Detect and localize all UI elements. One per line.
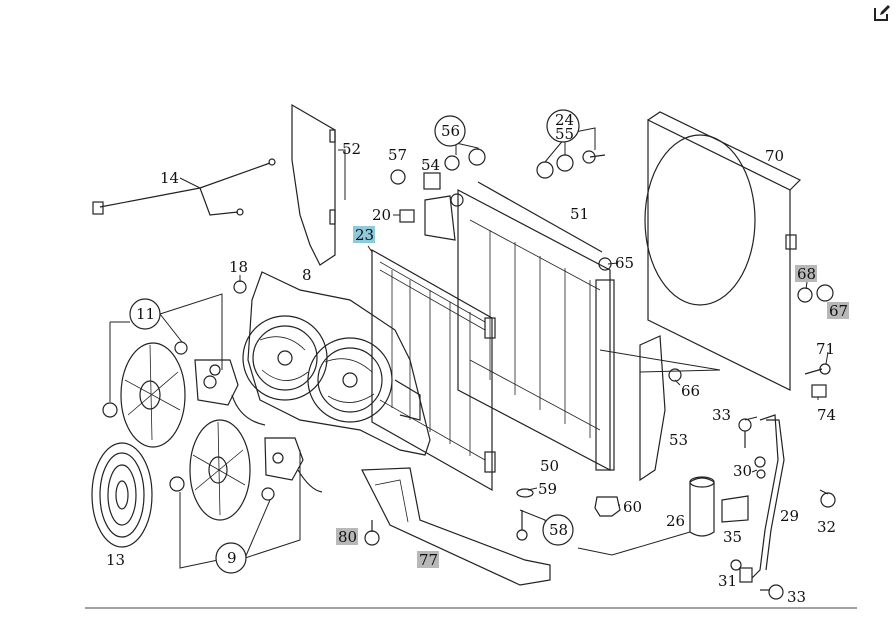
callout-65[interactable]: 65 bbox=[615, 254, 634, 272]
callout-53[interactable]: 53 bbox=[669, 431, 688, 449]
callout-11[interactable]: 11 bbox=[136, 305, 155, 323]
highlight-67 bbox=[827, 302, 849, 319]
callout-13[interactable]: 13 bbox=[106, 551, 125, 569]
callout-18[interactable]: 18 bbox=[229, 258, 248, 276]
callout-74[interactable]: 74 bbox=[817, 406, 836, 424]
receiver-drier-26 bbox=[689, 414, 836, 600]
condenser-50 bbox=[371, 248, 496, 492]
fan-motor-lower bbox=[264, 437, 323, 493]
highlight-80 bbox=[336, 528, 358, 545]
lower-bracket-77 bbox=[361, 467, 551, 586]
highlight-23 bbox=[353, 226, 375, 243]
callout-8[interactable]: 8 bbox=[302, 266, 312, 284]
callout-9[interactable]: 9 bbox=[227, 549, 237, 567]
callout-68[interactable]: 68 bbox=[797, 265, 816, 283]
callout-circle-11 bbox=[129, 298, 161, 330]
callout-26[interactable]: 26 bbox=[666, 512, 685, 530]
callout-80[interactable]: 80 bbox=[338, 528, 357, 546]
callout-32[interactable]: 32 bbox=[817, 518, 836, 536]
fan-shroud-8 bbox=[242, 271, 431, 456]
callout-71[interactable]: 71 bbox=[816, 340, 835, 358]
fan-guard-13 bbox=[91, 442, 153, 548]
callout-35[interactable]: 35 bbox=[723, 528, 742, 546]
callout-29[interactable]: 29 bbox=[780, 507, 799, 525]
callout-circle-58 bbox=[542, 514, 574, 546]
callout-58[interactable]: 58 bbox=[549, 521, 568, 539]
callout-51[interactable]: 51 bbox=[570, 205, 589, 223]
side-bracket-53 bbox=[639, 335, 666, 482]
fan-housing-70 bbox=[644, 111, 802, 391]
callout-60[interactable]: 60 bbox=[623, 498, 642, 516]
callout-33-upper[interactable]: 33 bbox=[712, 406, 731, 424]
callout-50[interactable]: 50 bbox=[540, 457, 559, 475]
lower-center-parts bbox=[516, 488, 621, 541]
side-bracket-52 bbox=[291, 103, 336, 266]
callout-70[interactable]: 70 bbox=[765, 147, 784, 165]
edit-icon[interactable] bbox=[872, 3, 892, 23]
highlight-77 bbox=[417, 551, 439, 568]
callout-59[interactable]: 59 bbox=[538, 480, 557, 498]
callout-57[interactable]: 57 bbox=[388, 146, 407, 164]
callout-33-lower[interactable]: 33 bbox=[787, 588, 806, 606]
callout-circle-9 bbox=[215, 542, 247, 574]
fasteners-right bbox=[668, 284, 834, 398]
callout-54[interactable]: 54 bbox=[421, 156, 440, 174]
fan-motor-upper bbox=[194, 359, 266, 426]
callout-24[interactable]: 24 bbox=[555, 111, 574, 129]
callout-circle-56 bbox=[434, 115, 466, 147]
callout-14[interactable]: 14 bbox=[160, 169, 179, 187]
callout-67[interactable]: 67 bbox=[829, 302, 848, 320]
callout-52[interactable]: 52 bbox=[342, 140, 361, 158]
callout-77[interactable]: 77 bbox=[419, 551, 438, 569]
radiator-51 bbox=[457, 181, 615, 471]
callout-66[interactable]: 66 bbox=[681, 382, 700, 400]
fan-blade-upper bbox=[120, 342, 186, 448]
callout-56[interactable]: 56 bbox=[441, 122, 460, 140]
callout-30[interactable]: 30 bbox=[733, 462, 752, 480]
wire-harness-14 bbox=[92, 158, 276, 216]
callout-55[interactable]: 55 bbox=[555, 125, 574, 143]
callout-circle-24-55 bbox=[546, 109, 580, 143]
callout-20[interactable]: 20 bbox=[372, 206, 391, 224]
callout-23[interactable]: 23 bbox=[355, 226, 374, 244]
highlight-68 bbox=[795, 265, 817, 282]
fan-blade-lower bbox=[189, 419, 251, 521]
leader-lines bbox=[109, 127, 829, 569]
callout-31[interactable]: 31 bbox=[718, 572, 737, 590]
